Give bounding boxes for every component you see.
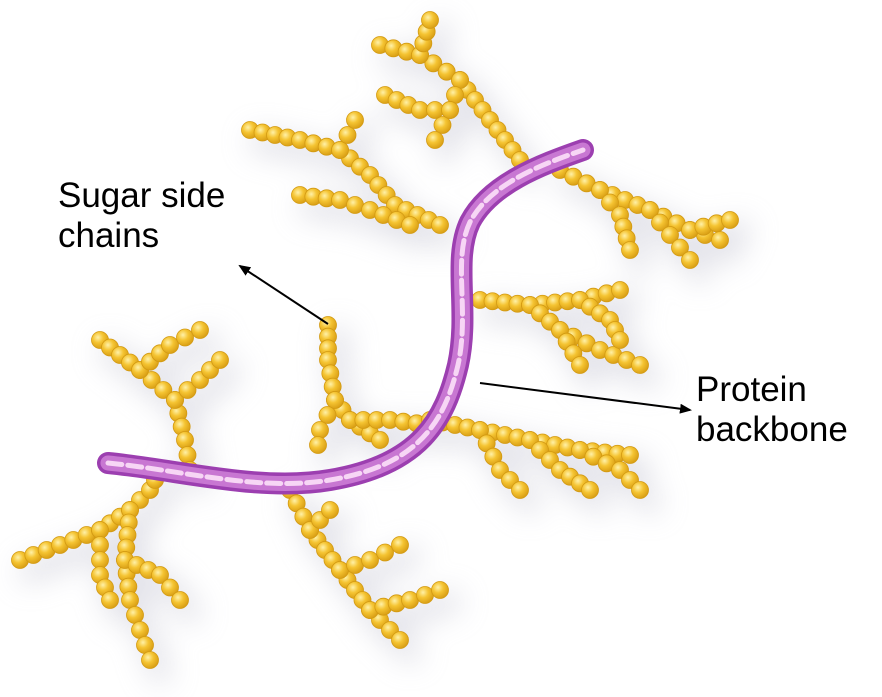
sugar-bead [92, 522, 109, 539]
sugar-bead [332, 142, 349, 159]
sugar-bead [422, 12, 439, 29]
sugar-bead [312, 422, 329, 439]
sugar-bead [172, 592, 189, 609]
sugar-bead [682, 252, 699, 269]
sugar-bead [310, 437, 327, 454]
sugar-bead [137, 637, 154, 654]
sugar-bead [632, 482, 649, 499]
sugar-bead [632, 357, 649, 374]
sugar-bead [402, 217, 419, 234]
sugar-bead [372, 432, 389, 449]
sugar-pointer-arrow [240, 266, 328, 324]
sugar-bead [392, 537, 409, 554]
sugar-bead [192, 322, 209, 339]
sugar-bead [319, 407, 336, 424]
sugar-bead [347, 557, 364, 574]
sugar-bead [92, 537, 109, 554]
sugar-bead [212, 352, 229, 369]
sugar-bead [417, 587, 434, 604]
protein-label-line1: Protein [696, 370, 848, 410]
sugar-bead [427, 102, 444, 119]
sugar-label-line2: chains [58, 216, 225, 256]
sugar-bead [102, 592, 119, 609]
sugar-bead [612, 332, 629, 349]
sugar-bead [177, 432, 194, 449]
sugar-bead [142, 652, 159, 669]
sugar-bead [712, 232, 729, 249]
sugar-bead [347, 197, 364, 214]
sugar-bead [127, 607, 144, 624]
sugar-bead [392, 632, 409, 649]
sugar-bead [92, 552, 109, 569]
sugar-bead [132, 622, 149, 639]
sugar-bead [432, 582, 449, 599]
sugar-side-chains-label: Sugar side chains [58, 176, 225, 256]
sugar-bead [339, 127, 356, 144]
sugar-bead [177, 329, 194, 346]
sugar-bead [347, 112, 364, 129]
sugar-bead [612, 282, 629, 299]
sugar-bead [332, 562, 349, 579]
protein-label-line2: backbone [696, 410, 848, 450]
sugar-bead [622, 242, 639, 259]
sugar-bead [622, 447, 639, 464]
sugar-bead [327, 392, 344, 409]
sugar-bead [582, 482, 599, 499]
sugar-bead [179, 447, 196, 464]
sugar-bead [322, 502, 339, 519]
sugar-bead [434, 117, 451, 134]
sugar-bead [377, 544, 394, 561]
sugar-bead [427, 132, 444, 149]
sugar-bead [722, 212, 739, 229]
sugar-bead [452, 72, 469, 89]
sugar-bead [512, 482, 529, 499]
sugar-bead [432, 217, 449, 234]
sugar-bead [447, 87, 464, 104]
sugar-label-line1: Sugar side [58, 176, 225, 216]
sugar-bead [122, 592, 139, 609]
protein-backbone-label: Protein backbone [696, 370, 848, 450]
sugar-bead [332, 192, 349, 209]
sugar-bead [442, 102, 459, 119]
sugar-bead [572, 357, 589, 374]
sugar-bead [412, 102, 429, 119]
sugar-bead [402, 592, 419, 609]
sugar-bead [362, 552, 379, 569]
sugar-bead [162, 337, 179, 354]
